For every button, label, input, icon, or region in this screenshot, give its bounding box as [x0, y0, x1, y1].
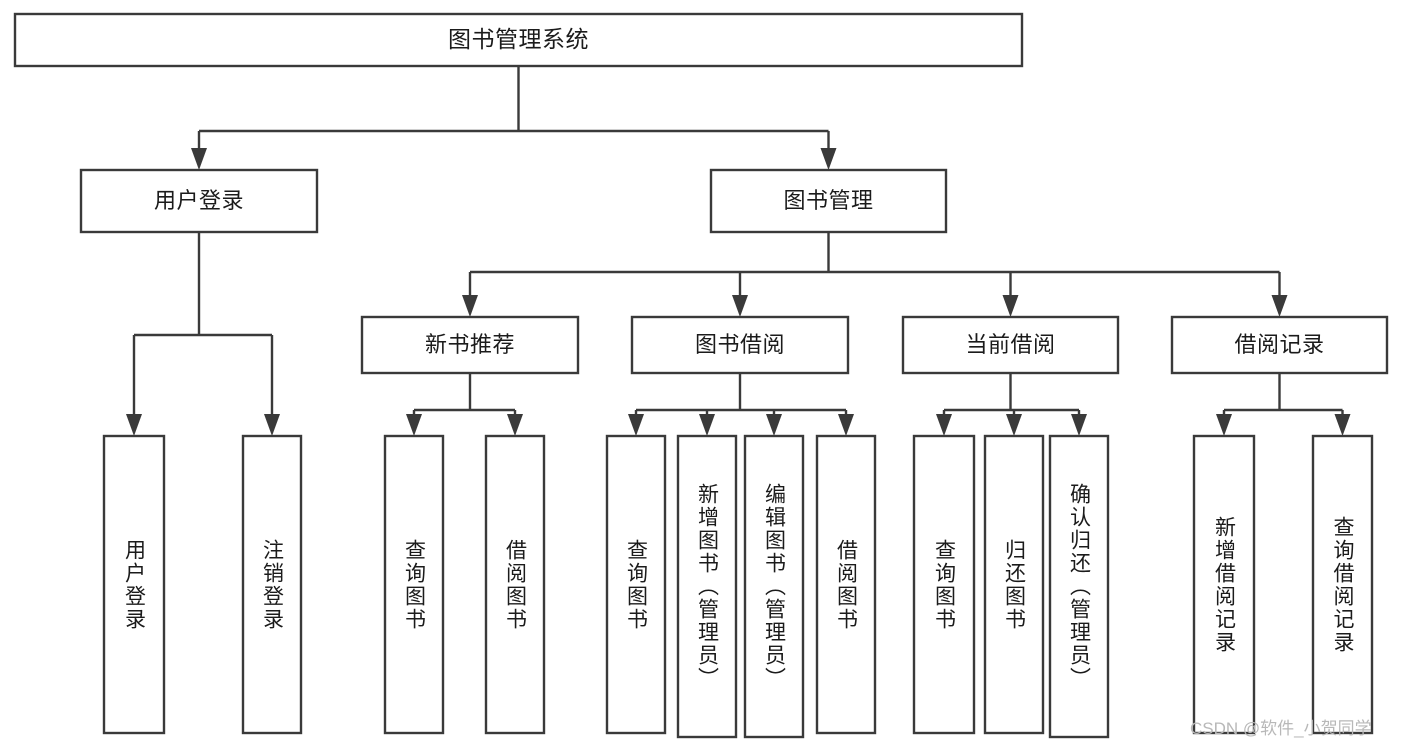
node-box-level3-0 — [360, 315, 580, 375]
node-box-leaf-2 — [383, 434, 445, 735]
node-box-leaf-3 — [484, 434, 546, 735]
node-box-leaf-9 — [983, 434, 1045, 735]
edge-图书借阅-1-arrow-3 — [838, 414, 854, 436]
node-box-leaf-5 — [676, 434, 738, 739]
edge-图书借阅-1-arrow-0 — [628, 414, 644, 436]
edge-新书推荐-0-arrow-1 — [507, 414, 523, 436]
node-box-level3-1 — [630, 315, 850, 375]
node-boxes-group — [13, 12, 1389, 739]
edge-userlogin-arrow-0 — [126, 414, 142, 436]
edge-userlogin-arrow-1 — [264, 414, 280, 436]
edge-bookmgmt-arrow-3 — [1271, 295, 1288, 317]
connector-lines-group — [126, 66, 1351, 436]
node-box-level3-3 — [1170, 315, 1389, 375]
edge-新书推荐-0-arrow-0 — [406, 414, 422, 436]
node-box-leaf-1 — [241, 434, 303, 735]
edge-当前借阅-2-arrow-0 — [936, 414, 952, 436]
edge-当前借阅-2-arrow-2 — [1071, 414, 1087, 436]
node-box-level2-1 — [709, 168, 948, 234]
node-box-level2-0 — [79, 168, 319, 234]
node-box-leaf-4 — [605, 434, 667, 735]
edge-bookmgmt-arrow-0 — [462, 295, 478, 317]
edge-root-arrow-1 — [820, 148, 837, 170]
node-box-leaf-7 — [815, 434, 877, 735]
node-box-level3-2 — [901, 315, 1120, 375]
edge-借阅记录-3-arrow-1 — [1334, 414, 1351, 436]
csdn-watermark: CSDN @软件_小贺同学 — [1190, 719, 1372, 738]
node-box-leaf-12 — [1311, 434, 1374, 735]
node-box-leaf-8 — [912, 434, 976, 735]
node-box-leaf-0 — [102, 434, 166, 735]
node-box-leaf-11 — [1192, 434, 1256, 735]
node-box-leaf-10 — [1048, 434, 1110, 739]
edge-借阅记录-3-arrow-0 — [1216, 414, 1232, 436]
node-box-leaf-6 — [743, 434, 805, 739]
edge-图书借阅-1-arrow-2 — [766, 414, 782, 436]
edge-当前借阅-2-arrow-1 — [1006, 414, 1022, 436]
edge-图书借阅-1-arrow-1 — [699, 414, 715, 436]
edge-bookmgmt-arrow-1 — [732, 295, 748, 317]
node-box-root — [13, 12, 1024, 68]
edge-root-arrow-0 — [191, 148, 207, 170]
edge-bookmgmt-arrow-2 — [1002, 295, 1019, 317]
